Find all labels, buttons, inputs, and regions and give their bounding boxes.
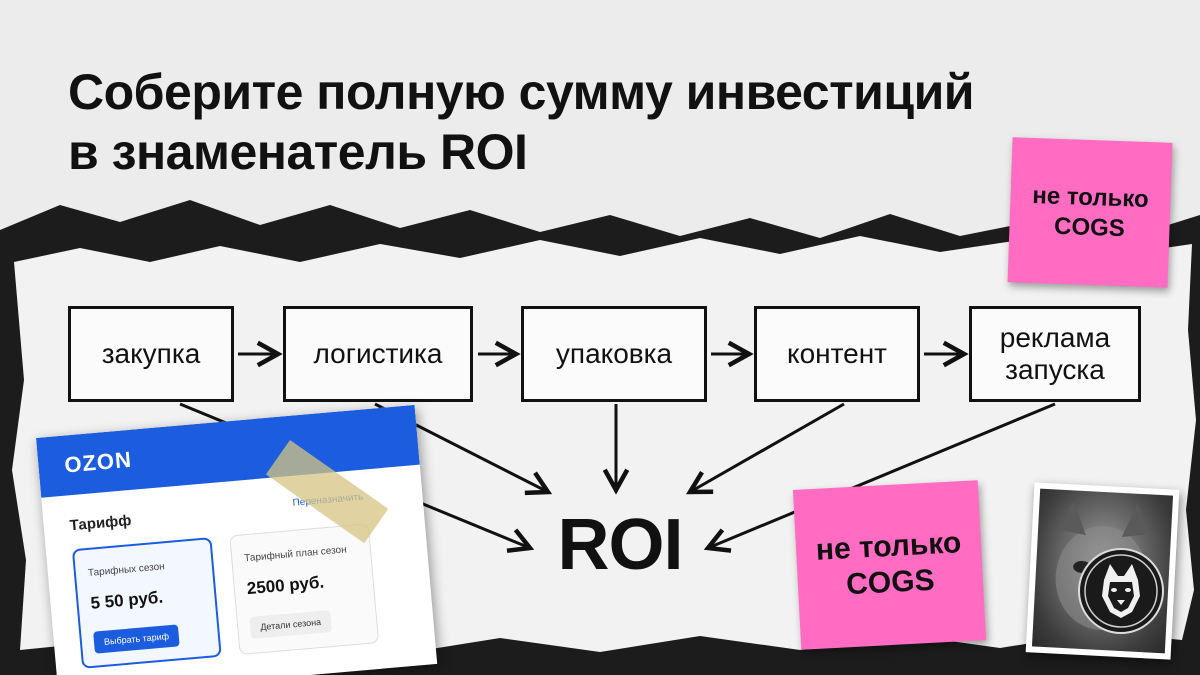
step-box-logistika: логистика [283, 306, 473, 402]
sticky-note-bottom: не только COGS [792, 480, 987, 650]
marketplace-screenshot: OZON Тарифф Переназначить Тарифных сезон… [36, 404, 438, 675]
tariff-card-price: 2500 руб. [246, 572, 325, 599]
step-label: реклама [999, 322, 1111, 353]
step-box-upakovka: упаковка [521, 306, 707, 402]
title-line-1: Соберите полную сумму инвестиций [68, 64, 975, 120]
tariff-heading: Тарифф [69, 512, 133, 535]
sticky-note-top: не только COGS [1007, 137, 1173, 288]
select-tariff-button[interactable]: Выбрать тариф [93, 624, 180, 654]
step-label: закупка [101, 338, 201, 369]
arrow-to-roi-icon [708, 402, 1056, 548]
dog-logo-icon [1078, 548, 1164, 634]
tariff-card[interactable]: Тарифный план сезон 2500 руб. Детали сез… [229, 523, 380, 656]
sticky-note-line1: не только [815, 526, 963, 567]
step-label: контент [787, 338, 887, 369]
step-box-kontent: контент [754, 306, 920, 402]
page-title: Соберите полную сумму инвестиций в знаме… [68, 62, 1168, 182]
step-box-reklama: реклама запуска [969, 306, 1141, 402]
tariff-card-price: 5 50 руб. [89, 587, 164, 613]
step-label: логистика [313, 338, 443, 369]
dog-head-icon [1084, 554, 1158, 628]
sticky-note-line2: COGS [1053, 212, 1126, 242]
tariff-card-selected[interactable]: Тарифных сезон 5 50 руб. Выбрать тариф [71, 537, 222, 669]
step-box-zakupka: закупка [68, 306, 234, 402]
tariff-card-name: Тарифных сезон [87, 561, 166, 579]
title-line-2: в знаменатель ROI [68, 124, 528, 180]
tariff-card-name: Тарифный план сезон [243, 544, 348, 565]
step-label-line2: запуска [1005, 354, 1105, 385]
season-details-button[interactable]: Детали сезона [249, 610, 332, 639]
arrow-to-roi-icon [690, 402, 845, 492]
sticky-note-line1: не только [1031, 181, 1150, 213]
sticky-note-line2: COGS [845, 563, 936, 602]
step-label: упаковка [555, 338, 673, 369]
roi-label: ROI [557, 505, 683, 585]
